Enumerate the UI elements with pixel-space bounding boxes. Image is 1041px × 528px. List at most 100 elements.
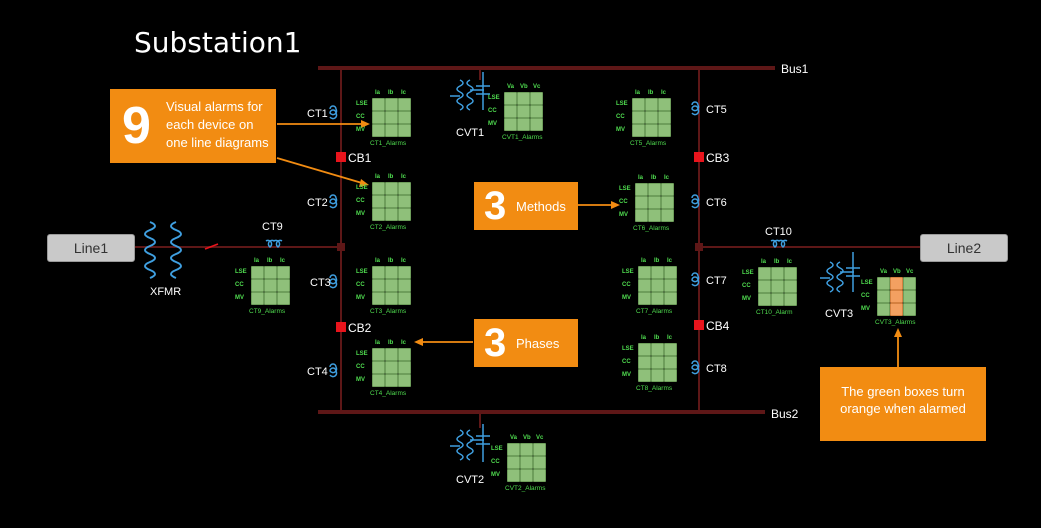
alarm-cell[interactable] xyxy=(277,266,290,279)
alarm-cell[interactable] xyxy=(664,369,677,382)
alarm-cell[interactable] xyxy=(533,443,546,456)
alarm-cell[interactable] xyxy=(784,293,797,306)
alarm-cell[interactable] xyxy=(398,208,411,221)
alarm-cell[interactable] xyxy=(645,111,658,124)
alarm-cell[interactable] xyxy=(651,266,664,279)
alarm-cell[interactable] xyxy=(504,92,517,105)
alarm-cell[interactable] xyxy=(784,280,797,293)
alarm-cell[interactable] xyxy=(661,183,674,196)
alarm-cell[interactable] xyxy=(890,277,903,290)
alarm-cell[interactable] xyxy=(661,196,674,209)
alarm-cell[interactable] xyxy=(890,290,903,303)
alarm-cell[interactable] xyxy=(758,267,771,280)
alarm-cell[interactable] xyxy=(651,356,664,369)
alarm-cell[interactable] xyxy=(648,209,661,222)
alarm-cell[interactable] xyxy=(372,361,385,374)
alarm-cell[interactable] xyxy=(372,292,385,305)
alarm-cell[interactable] xyxy=(520,469,533,482)
alarm-cell[interactable] xyxy=(372,208,385,221)
alarm-cell[interactable] xyxy=(658,111,671,124)
alarm-cell[interactable] xyxy=(398,279,411,292)
alarm-cell[interactable] xyxy=(771,267,784,280)
alarm-cell[interactable] xyxy=(372,374,385,387)
alarm-cell[interactable] xyxy=(661,209,674,222)
cb2-breaker[interactable] xyxy=(336,322,346,332)
alarm-cell[interactable] xyxy=(251,266,264,279)
alarm-cell[interactable] xyxy=(664,292,677,305)
cb4-breaker[interactable] xyxy=(694,320,704,330)
alarm-cell[interactable] xyxy=(635,183,648,196)
alarm-cell[interactable] xyxy=(784,267,797,280)
alarm-cell[interactable] xyxy=(638,292,651,305)
alarm-cell[interactable] xyxy=(398,361,411,374)
alarm-cell[interactable] xyxy=(372,195,385,208)
alarm-cell[interactable] xyxy=(507,456,520,469)
alarm-cell[interactable] xyxy=(385,266,398,279)
alarm-cell[interactable] xyxy=(277,292,290,305)
alarm-cell[interactable] xyxy=(385,98,398,111)
alarm-cell[interactable] xyxy=(890,303,903,316)
alarm-cell[interactable] xyxy=(651,292,664,305)
alarm-cell[interactable] xyxy=(638,266,651,279)
line1-button[interactable]: Line1 xyxy=(47,234,135,262)
alarm-cell[interactable] xyxy=(372,266,385,279)
alarm-cell[interactable] xyxy=(372,111,385,124)
alarm-cell[interactable] xyxy=(398,292,411,305)
alarm-cell[interactable] xyxy=(645,98,658,111)
alarm-cell[interactable] xyxy=(372,182,385,195)
alarm-cell[interactable] xyxy=(398,111,411,124)
alarm-cell[interactable] xyxy=(264,292,277,305)
alarm-cell[interactable] xyxy=(771,293,784,306)
alarm-cell[interactable] xyxy=(758,293,771,306)
alarm-cell[interactable] xyxy=(385,124,398,137)
alarm-cell[interactable] xyxy=(903,303,916,316)
alarm-cell[interactable] xyxy=(251,279,264,292)
alarm-cell[interactable] xyxy=(517,118,530,131)
alarm-cell[interactable] xyxy=(877,303,890,316)
alarm-cell[interactable] xyxy=(632,124,645,137)
alarm-cell[interactable] xyxy=(635,196,648,209)
alarm-cell[interactable] xyxy=(648,183,661,196)
alarm-cell[interactable] xyxy=(664,343,677,356)
alarm-cell[interactable] xyxy=(385,348,398,361)
alarm-cell[interactable] xyxy=(638,356,651,369)
alarm-cell[interactable] xyxy=(507,469,520,482)
alarm-cell[interactable] xyxy=(385,361,398,374)
alarm-cell[interactable] xyxy=(372,348,385,361)
alarm-cell[interactable] xyxy=(664,279,677,292)
cb3-breaker[interactable] xyxy=(694,152,704,162)
alarm-cell[interactable] xyxy=(758,280,771,293)
alarm-cell[interactable] xyxy=(398,266,411,279)
alarm-cell[interactable] xyxy=(632,111,645,124)
alarm-cell[interactable] xyxy=(877,277,890,290)
alarm-cell[interactable] xyxy=(385,111,398,124)
alarm-cell[interactable] xyxy=(903,277,916,290)
line2-button[interactable]: Line2 xyxy=(920,234,1008,262)
alarm-cell[interactable] xyxy=(504,118,517,131)
alarm-cell[interactable] xyxy=(520,443,533,456)
alarm-cell[interactable] xyxy=(651,369,664,382)
alarm-cell[interactable] xyxy=(638,343,651,356)
cb1-breaker[interactable] xyxy=(336,152,346,162)
alarm-cell[interactable] xyxy=(277,279,290,292)
alarm-cell[interactable] xyxy=(903,290,916,303)
alarm-cell[interactable] xyxy=(507,443,520,456)
alarm-cell[interactable] xyxy=(264,266,277,279)
alarm-cell[interactable] xyxy=(385,279,398,292)
alarm-cell[interactable] xyxy=(632,98,645,111)
alarm-cell[interactable] xyxy=(520,456,533,469)
alarm-cell[interactable] xyxy=(372,124,385,137)
alarm-cell[interactable] xyxy=(385,195,398,208)
alarm-cell[interactable] xyxy=(530,92,543,105)
alarm-cell[interactable] xyxy=(385,374,398,387)
alarm-cell[interactable] xyxy=(398,195,411,208)
